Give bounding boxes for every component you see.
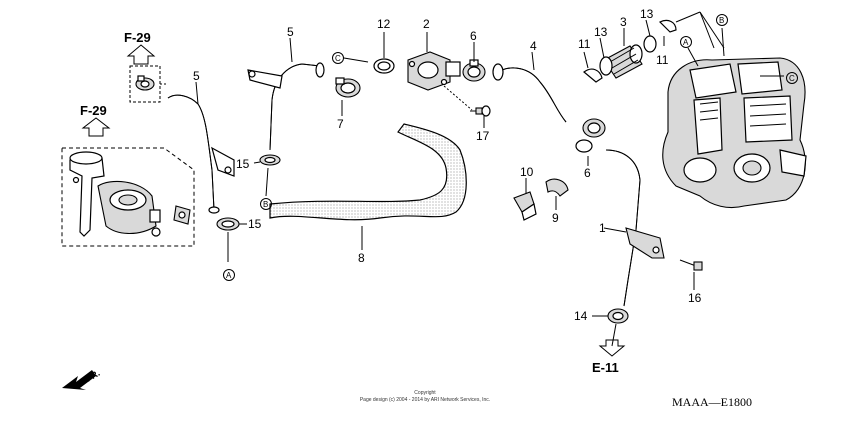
engine-block xyxy=(662,57,807,209)
callout-15-left[interactable]: 15 xyxy=(248,217,262,231)
front-direction-indicator: FR. xyxy=(62,368,102,390)
clamp-11-left xyxy=(583,68,603,83)
callout-13-right[interactable]: 13 xyxy=(640,7,654,21)
bracket-10 xyxy=(513,191,537,221)
hose-clamp-7 xyxy=(335,77,361,98)
front-label: FR. xyxy=(84,368,102,384)
circle-ref-a-left[interactable]: A xyxy=(226,271,232,280)
callout-12[interactable]: 12 xyxy=(377,17,391,31)
callout-labels: 1 2 3 4 5 5 6 6 7 8 9 10 11 11 12 13 13 … xyxy=(193,7,702,323)
front-arrow-icon xyxy=(62,370,96,390)
callout-4[interactable]: 4 xyxy=(530,39,537,53)
copyright-line1: Copyright xyxy=(414,390,436,396)
pump-detail-box xyxy=(61,147,195,247)
water-pipe-5-left xyxy=(167,94,235,214)
copyright-block: Copyright Page design (c) 2004 - 2014 by… xyxy=(360,390,490,403)
circle-ref-b-right[interactable]: B xyxy=(719,16,724,25)
bracket-9 xyxy=(545,178,569,197)
callout-6-lower[interactable]: 6 xyxy=(584,166,591,180)
diagram-code: MAAA—E1800 xyxy=(672,395,752,409)
copyright-line2: Page design (c) 2004 - 2014 by ARI Netwo… xyxy=(360,397,490,403)
callout-7[interactable]: 7 xyxy=(337,117,344,131)
callout-5-center[interactable]: 5 xyxy=(287,25,294,39)
hose-clamp-6-lower xyxy=(575,118,606,153)
callout-17[interactable]: 17 xyxy=(476,129,490,143)
bolt-16 xyxy=(679,259,703,271)
callout-1[interactable]: 1 xyxy=(599,221,606,235)
water-pipe-5-center xyxy=(247,62,325,151)
callout-8[interactable]: 8 xyxy=(358,251,365,265)
callout-5-left[interactable]: 5 xyxy=(193,69,200,83)
o-ring-12 xyxy=(373,58,395,74)
callout-11-right[interactable]: 11 xyxy=(656,53,669,67)
circle-refs: A A B B C C C xyxy=(223,14,798,281)
callout-6-top[interactable]: 6 xyxy=(470,29,477,43)
small-clamp-top xyxy=(135,75,155,91)
up-arrow-icon xyxy=(81,117,111,137)
o-ring-15-center xyxy=(259,154,281,166)
f29-reference-top[interactable]: F-29 xyxy=(124,30,156,65)
callout-13-left[interactable]: 13 xyxy=(594,25,608,39)
water-hose-4 xyxy=(492,63,567,123)
clamp-13-right xyxy=(643,35,657,53)
ref-f29-top: F-29 xyxy=(124,30,151,45)
ref-e11: E-11 xyxy=(592,360,619,375)
ref-f29-left: F-29 xyxy=(80,103,107,118)
callout-15-center[interactable]: 15 xyxy=(236,157,250,171)
callout-2[interactable]: 2 xyxy=(423,17,430,31)
clamp-13-left xyxy=(599,56,613,76)
callout-9[interactable]: 9 xyxy=(552,211,559,225)
circle-ref-a-right[interactable]: A xyxy=(683,38,689,47)
bolt-17 xyxy=(470,105,491,117)
o-ring-15-left xyxy=(216,217,240,231)
callout-16[interactable]: 16 xyxy=(688,291,702,305)
f29-reference-left[interactable]: F-29 xyxy=(80,103,111,137)
callout-10[interactable]: 10 xyxy=(520,165,534,179)
circle-ref-c-center[interactable]: C xyxy=(335,54,341,63)
radiator-hose-8 xyxy=(269,123,467,221)
e11-reference[interactable]: E-11 xyxy=(592,339,626,375)
down-arrow-icon xyxy=(598,339,626,357)
water-pump-cover xyxy=(69,151,191,237)
callout-14[interactable]: 14 xyxy=(574,309,588,323)
clamp-11-right xyxy=(658,19,677,33)
callout-3[interactable]: 3 xyxy=(620,15,627,29)
circle-ref-c-right[interactable]: C xyxy=(789,74,795,83)
callout-11-left[interactable]: 11 xyxy=(578,37,591,51)
hose-clamp-14 xyxy=(607,308,629,324)
up-arrow-icon xyxy=(126,44,156,65)
circle-ref-b-center[interactable]: B xyxy=(263,200,268,209)
water-hose-3 xyxy=(603,44,643,79)
thermostat-housing-2 xyxy=(407,51,461,91)
water-pipe-1 xyxy=(605,149,665,307)
hose-clamp-6-top xyxy=(462,59,486,82)
